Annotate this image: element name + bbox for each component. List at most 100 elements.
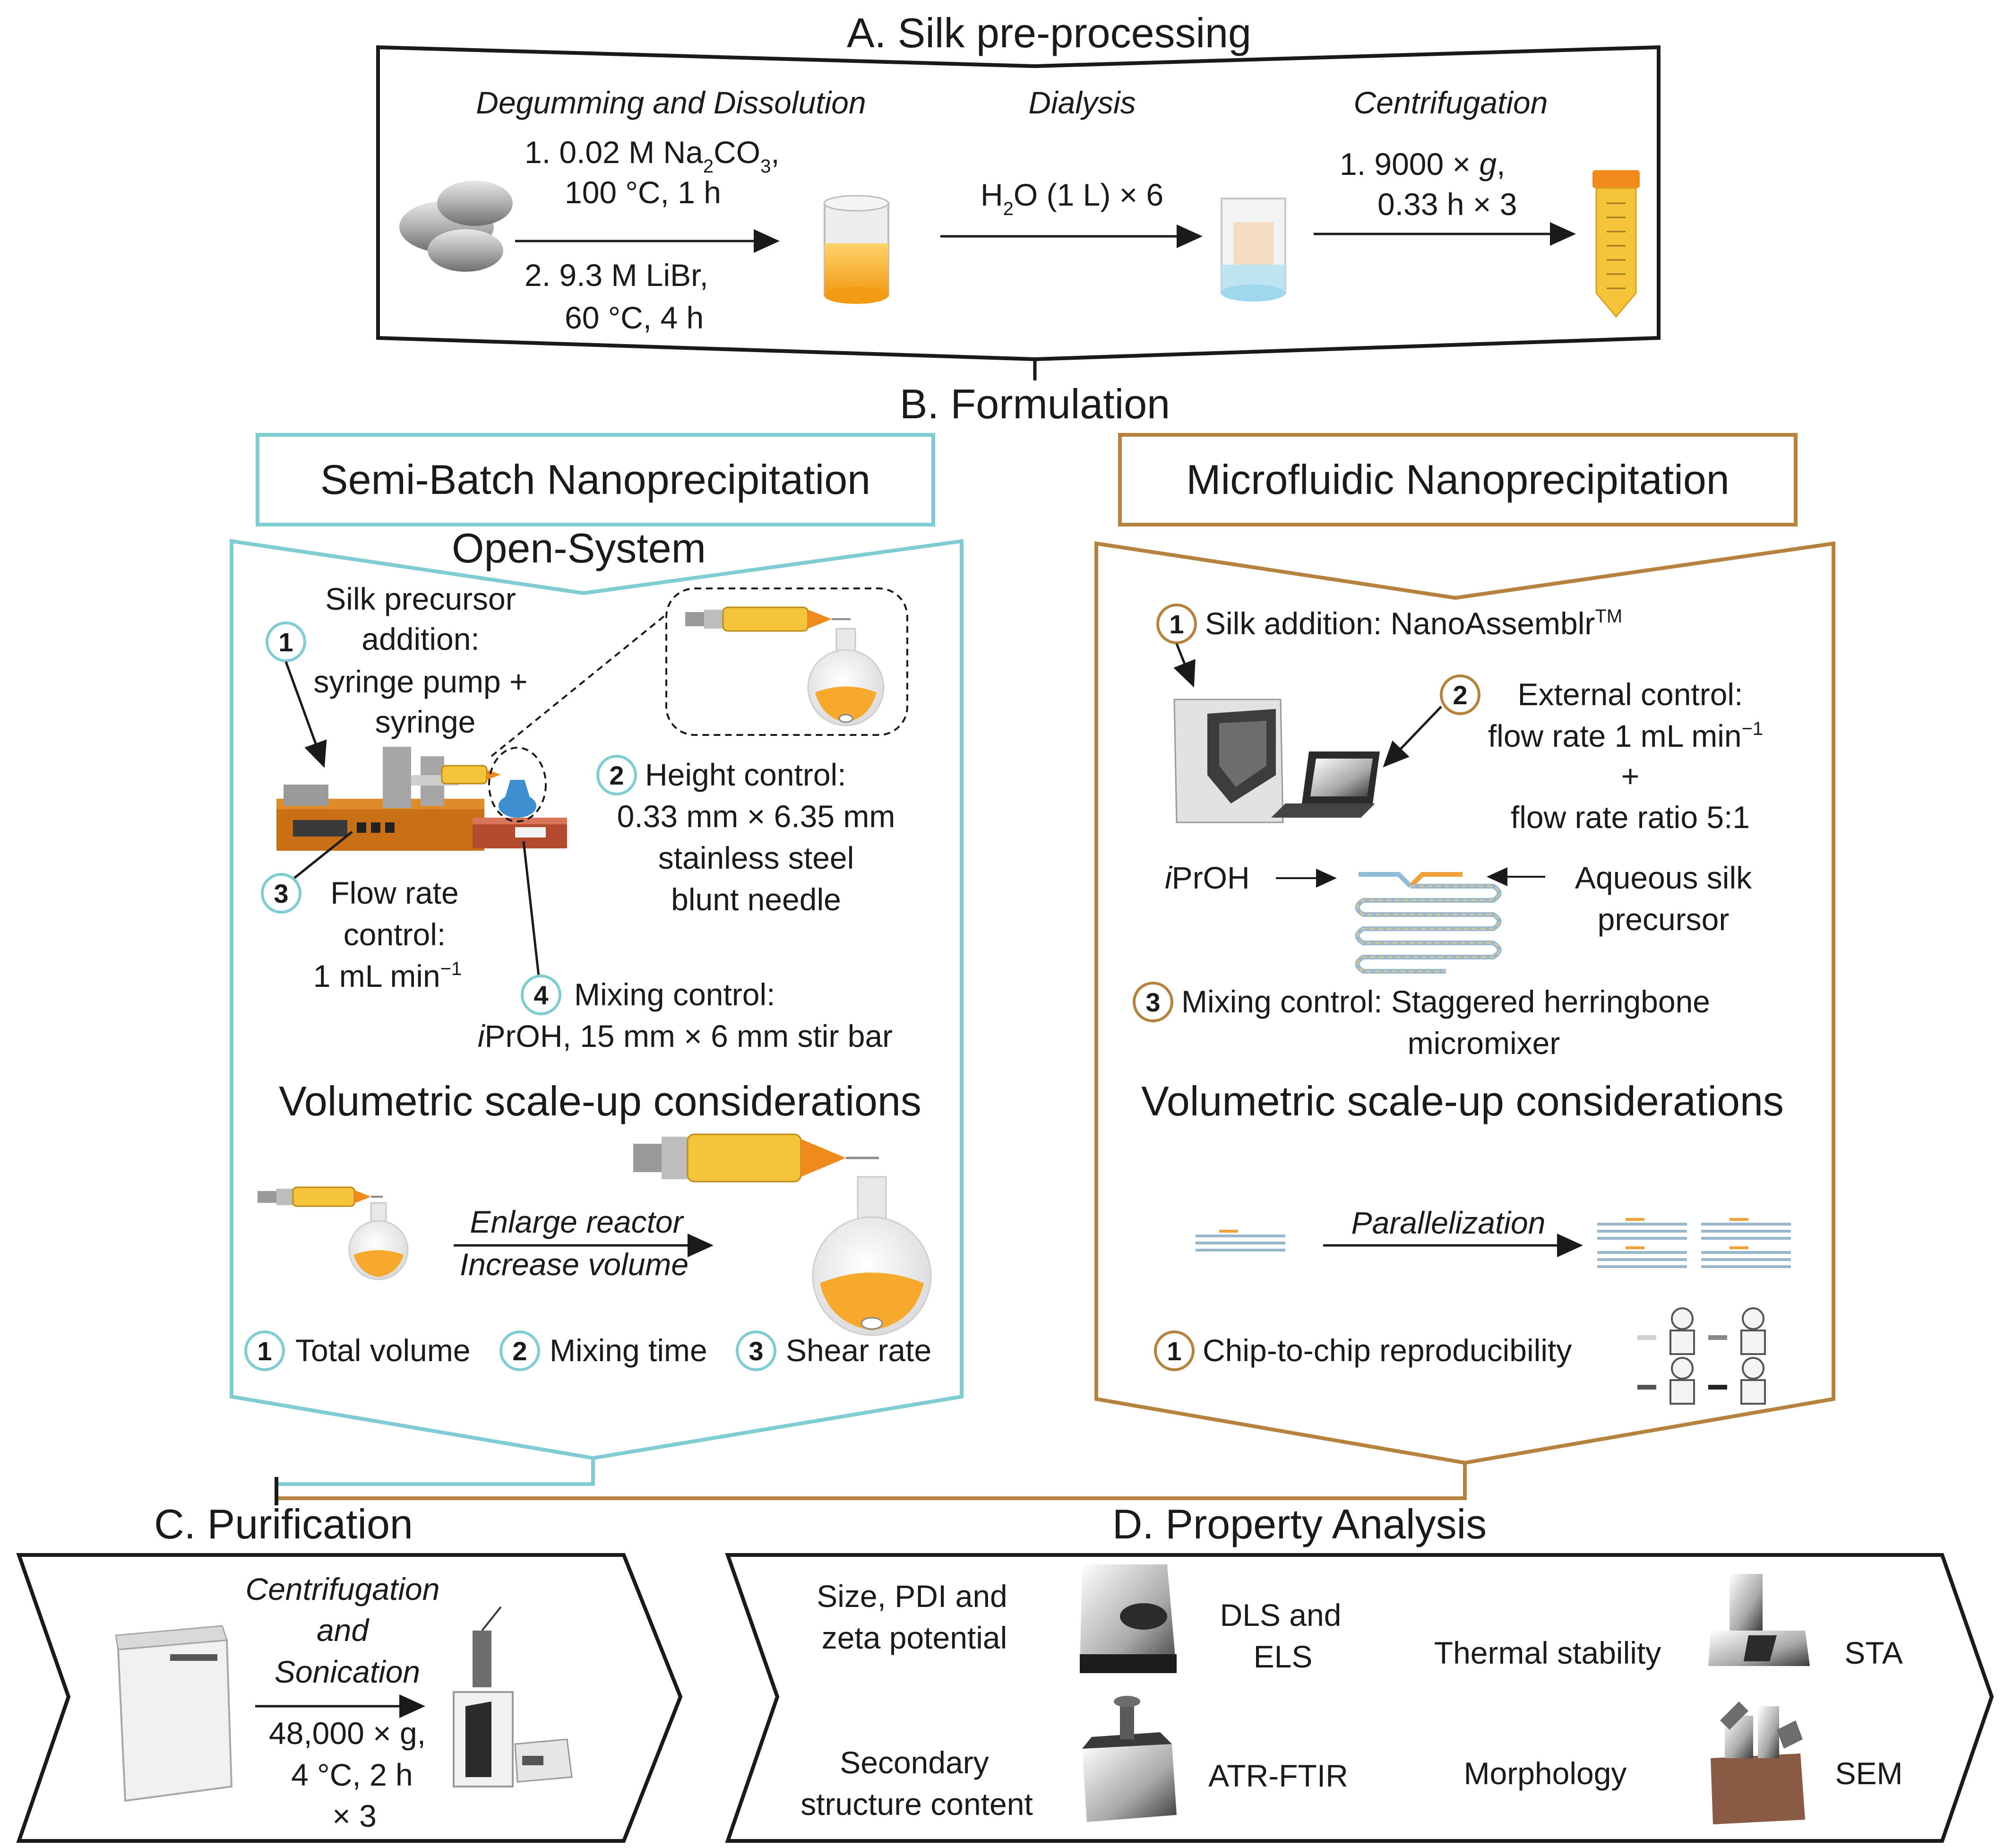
mf-input-right-l1: Aqueous silk xyxy=(1575,860,1752,895)
mf-c1-num: 1 xyxy=(1167,1336,1181,1366)
laptop-icon xyxy=(1271,751,1380,818)
sb-scale-arrow-bottom: Increase volume xyxy=(460,1247,688,1282)
prop1-l2: zeta potential xyxy=(822,1620,1007,1655)
beaker-orange-icon xyxy=(823,195,889,304)
b-to-c-connector-teal xyxy=(276,1458,595,1486)
sb-c1-num: 1 xyxy=(257,1336,272,1366)
section-b: B. Formulation Semi-Batch Nanoprecipitat… xyxy=(230,380,1835,1505)
sb-item4-pointer xyxy=(522,841,540,976)
small-flask-icon xyxy=(348,1202,409,1280)
section-c-title: C. Purification xyxy=(154,1501,413,1547)
beaker-dialysis-icon xyxy=(1221,198,1286,302)
step-centrifugation-line1: 1. 9000 × g, xyxy=(1340,147,1505,181)
microfluidic-chip-icon xyxy=(1355,872,1502,974)
flask-zoom-box xyxy=(665,587,908,736)
falcon-tube-icon xyxy=(1592,170,1640,318)
mf-item2-badge xyxy=(1440,674,1480,715)
sb-c2: Mixing time xyxy=(550,1333,707,1368)
stir-plate-icon xyxy=(473,780,567,848)
mf-item1-badge xyxy=(1156,604,1197,644)
flask-zoom-ring xyxy=(488,747,547,822)
silk-cocoons-icon xyxy=(399,181,513,272)
mf-item2-pointer xyxy=(1383,706,1442,768)
scientists-icon xyxy=(1637,1307,1766,1405)
purif-cond-l2: 4 °C, 2 h xyxy=(291,1757,413,1792)
section-a-title: A. Silk pre-processing xyxy=(847,9,1251,56)
method1-l1: DLS and xyxy=(1220,1598,1342,1632)
sta-instrument-icon xyxy=(1708,1574,1810,1666)
sb-c3: Shear rate xyxy=(786,1333,931,1368)
sb-c1: Total volume xyxy=(295,1333,471,1368)
method2: STA xyxy=(1844,1635,1902,1670)
parallel-chips-icon xyxy=(1597,1218,1791,1268)
microfluidic-header-box xyxy=(1118,433,1798,527)
mf-item3-badge xyxy=(1133,982,1173,1022)
step-degumming-line1: 1. 0.02 M Na2CO3, xyxy=(525,135,780,177)
sb-c3-num: 3 xyxy=(749,1336,763,1366)
sb-item3-num: 3 xyxy=(274,879,288,908)
sonicator-icon xyxy=(453,1606,573,1788)
step-degumming-line2: 100 °C, 1 h xyxy=(565,175,721,210)
mf-c1: Chip-to-chip reproducibility xyxy=(1203,1333,1572,1368)
microfluidic-frame xyxy=(1094,541,1835,1465)
sb-item4-num: 4 xyxy=(534,980,548,1010)
sb-item2-l3: stainless steel xyxy=(658,840,854,875)
sb-item2-l1: Height control: xyxy=(645,757,846,792)
mf-item3-num: 3 xyxy=(1145,987,1160,1017)
sb-c3-badge xyxy=(736,1330,776,1371)
sb-item2-l4: blunt needle xyxy=(671,882,841,917)
mf-item1-num: 1 xyxy=(1169,609,1184,639)
sb-item3-badge xyxy=(261,873,301,914)
section-b-title: B. Formulation xyxy=(900,380,1170,427)
sb-c2-num: 2 xyxy=(512,1336,527,1366)
mf-item2-l2: flow rate 1 mL min−1 xyxy=(1488,718,1763,753)
purif-label-l1: Centrifugation xyxy=(246,1572,440,1606)
step-centrifugation-label: Centrifugation xyxy=(1354,85,1548,120)
section-c-frame xyxy=(16,1553,683,1843)
mf-c1-badge xyxy=(1154,1330,1195,1371)
large-syringe-icon xyxy=(633,1133,879,1183)
mf-item3-l2: micromixer xyxy=(1408,1026,1560,1061)
semibatch-header: Semi-Batch Nanoprecipitation xyxy=(320,456,870,503)
section-d-frame xyxy=(725,1553,1994,1843)
mf-item3-l1: Mixing control: Staggered herringbone xyxy=(1181,984,1710,1019)
atr-ftir-icon xyxy=(1082,1696,1177,1822)
section-d: D. Property Analysis Size, PDI and zeta … xyxy=(725,1501,1994,1843)
centrifuge-icon xyxy=(115,1625,233,1802)
method1-l2: ELS xyxy=(1254,1639,1313,1674)
purif-cond-l3: × 3 xyxy=(332,1798,377,1833)
mf-item2-l1: External control: xyxy=(1518,677,1743,712)
step-degumming-line4: 60 °C, 4 h xyxy=(565,300,704,335)
sb-item3-l2: control: xyxy=(344,917,446,952)
prop1-l1: Size, PDI and xyxy=(817,1579,1007,1614)
dls-instrument-icon xyxy=(1080,1564,1177,1673)
purif-label-l3: Sonication xyxy=(275,1654,420,1689)
zoom-line-1 xyxy=(490,613,667,757)
b-to-c-connector-brown xyxy=(276,1463,1467,1500)
step-dialysis-label: Dialysis xyxy=(1028,85,1136,120)
step-degumming-line3: 2. 9.3 M LiBr, xyxy=(525,258,708,293)
sb-item1-l1: Silk precursor xyxy=(325,581,516,616)
nanoassemblr-instrument-icon xyxy=(1173,699,1284,823)
prop2: Thermal stability xyxy=(1434,1635,1661,1670)
sb-item1-l2: addition: xyxy=(361,622,480,656)
mf-item2-l4: flow rate ratio 5:1 xyxy=(1511,800,1750,835)
step-degumming-label: Degumming and Dissolution xyxy=(476,85,866,120)
step-dialysis-text: H2O (1 L) × 6 xyxy=(981,177,1163,219)
zoom-syringe-icon xyxy=(685,606,851,632)
microfluidic-header: Microfluidic Nanoprecipitation xyxy=(1186,456,1729,503)
sb-item1-pointer xyxy=(284,661,327,768)
sb-item1-badge xyxy=(266,622,306,662)
mf-item2-l3: + xyxy=(1621,759,1640,794)
sb-c1-badge xyxy=(244,1330,285,1371)
step-centrifugation-line2: 0.33 h × 3 xyxy=(1377,187,1517,222)
sb-scale-arrow-top: Enlarge reactor xyxy=(470,1204,684,1239)
section-c: C. Purification Centrifugation and Sonic… xyxy=(16,1501,683,1843)
mf-item2-num: 2 xyxy=(1453,680,1467,710)
purif-cond-l1: 48,000 × g, xyxy=(269,1716,426,1751)
small-syringe-icon xyxy=(258,1186,383,1207)
prop3-l1: Secondary xyxy=(840,1745,989,1780)
sb-item3-l3: 1 mL min−1 xyxy=(313,959,462,993)
purif-label-l2: and xyxy=(317,1613,370,1648)
